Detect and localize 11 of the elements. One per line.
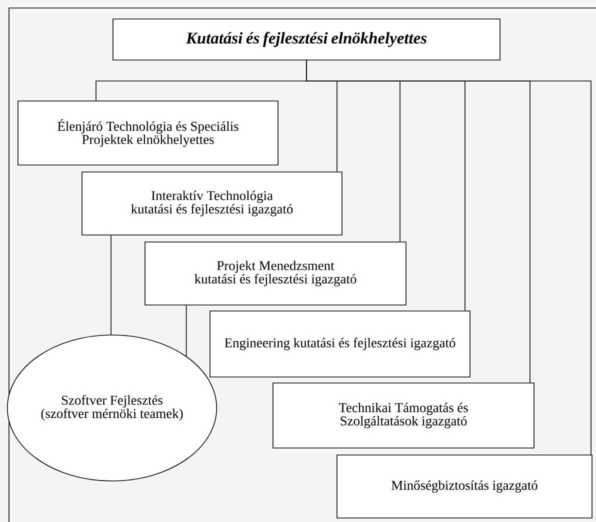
connector-line xyxy=(110,235,112,335)
role-box: Élenjáró Technológia és Speciális Projektek elnökhelyettes xyxy=(18,100,278,166)
role-box: Projekt Menedzsment kutatási és fejlesztési igazgató xyxy=(144,242,406,306)
role-box: Minőségbiztosítás igazgató xyxy=(336,454,592,518)
role-box: Interaktív Technológia kutatási és fejlesztési igazgató xyxy=(82,172,342,236)
role-box: Technikai Támogatás és Szolgáltatások igazgató xyxy=(272,382,534,448)
connector-line xyxy=(186,305,187,356)
role-box: Engineering kutatási és fejlesztési igazgató xyxy=(210,310,470,378)
ellipse-node: Szoftver Fejlesztés (szoftver mérnöki teamek) xyxy=(6,334,218,482)
title-box: Kutatási és fejlesztési elnökhelyettes xyxy=(112,18,500,60)
connector-line xyxy=(306,60,592,455)
